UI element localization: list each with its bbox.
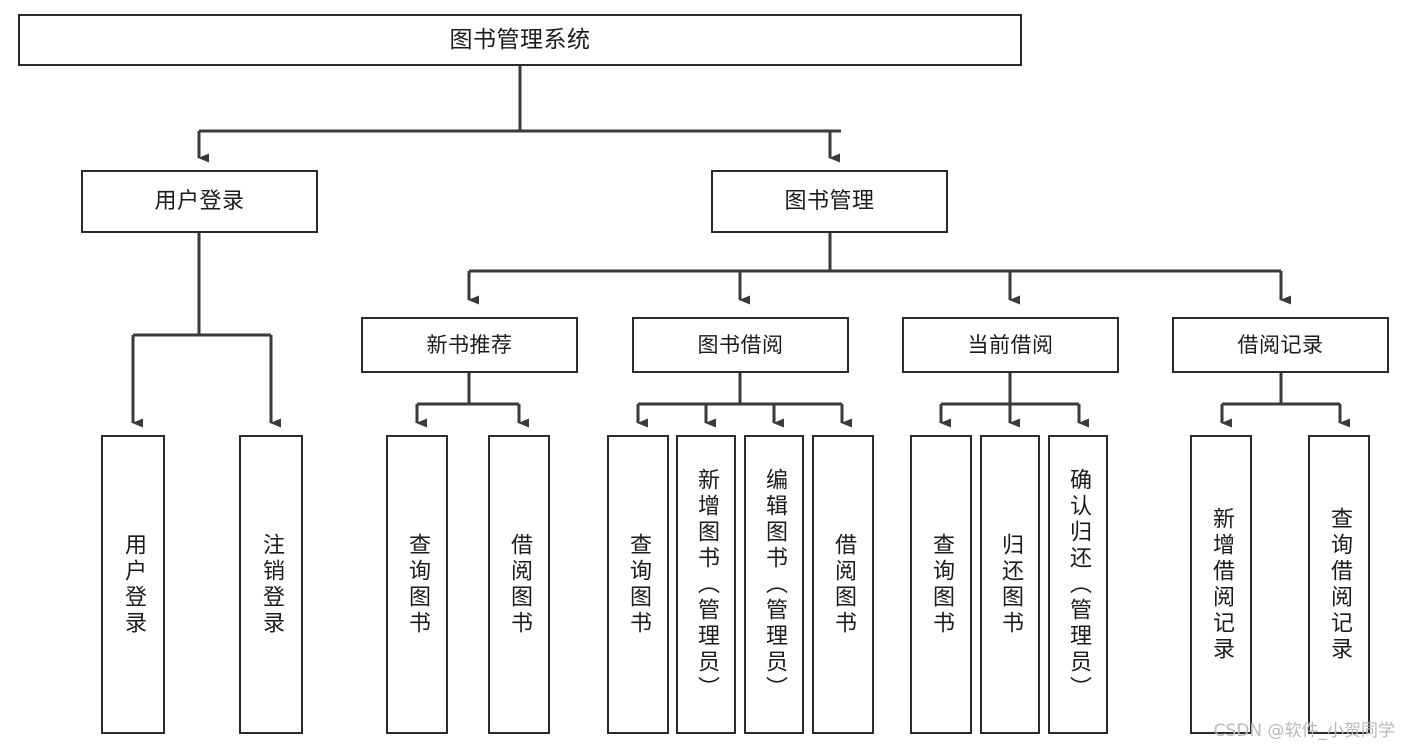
node-root[interactable]: 图书管理系统 [18, 14, 1022, 66]
node-book-borrow[interactable]: 图书借阅 [632, 317, 849, 373]
node-leaf-query-book-1[interactable]: 查询图书 [386, 435, 448, 734]
node-leaf-borrow-book-2[interactable]: 借阅图书 [812, 435, 874, 734]
node-leaf-query-borrow-record[interactable]: 查询借阅记录 [1308, 435, 1370, 734]
node-leaf-add-book-admin[interactable]: 新增图书（管理员） [676, 435, 736, 734]
node-leaf-borrow-book-1[interactable]: 借阅图书 [488, 435, 550, 734]
node-leaf-query-borrow-record-label: 查询借阅记录 [1327, 506, 1352, 663]
node-leaf-borrow-book-2-label: 借阅图书 [831, 532, 856, 637]
node-leaf-confirm-return-admin[interactable]: 确认归还（管理员） [1048, 435, 1108, 734]
node-leaf-return-book-label: 归还图书 [998, 532, 1023, 637]
node-leaf-add-borrow-record[interactable]: 新增借阅记录 [1190, 435, 1252, 734]
node-user-login-label: 用户登录 [154, 188, 245, 214]
node-leaf-user-login[interactable]: 用户登录 [101, 435, 165, 734]
node-leaf-user-login-label: 用户登录 [121, 532, 146, 637]
node-book-borrow-label: 图书借阅 [697, 332, 784, 357]
node-leaf-query-book-2-label: 查询图书 [626, 532, 651, 637]
node-leaf-edit-book-admin[interactable]: 编辑图书（管理员） [744, 435, 804, 734]
node-book-management-label: 图书管理 [784, 188, 875, 214]
node-leaf-edit-book-admin-label: 编辑图书（管理员） [762, 467, 787, 702]
node-leaf-query-book-2[interactable]: 查询图书 [607, 435, 669, 734]
node-leaf-add-book-admin-label: 新增图书（管理员） [694, 467, 719, 702]
node-leaf-add-borrow-record-label: 新增借阅记录 [1209, 506, 1234, 663]
node-leaf-return-book[interactable]: 归还图书 [980, 435, 1040, 734]
node-borrow-record-label: 借阅记录 [1237, 332, 1324, 357]
node-current-borrow[interactable]: 当前借阅 [902, 317, 1119, 373]
node-leaf-logout-login-label: 注销登录 [259, 532, 284, 637]
node-leaf-confirm-return-admin-label: 确认归还（管理员） [1066, 467, 1091, 702]
node-user-login[interactable]: 用户登录 [81, 170, 318, 233]
node-leaf-logout-login[interactable]: 注销登录 [239, 435, 303, 734]
node-new-book-recommend[interactable]: 新书推荐 [361, 317, 578, 373]
node-root-label: 图书管理系统 [449, 26, 591, 53]
node-borrow-record[interactable]: 借阅记录 [1172, 317, 1389, 373]
node-current-borrow-label: 当前借阅 [967, 332, 1054, 357]
node-leaf-query-book-1-label: 查询图书 [405, 532, 430, 637]
node-leaf-query-book-3-label: 查询图书 [929, 532, 954, 637]
node-book-management[interactable]: 图书管理 [711, 170, 948, 233]
node-leaf-query-book-3[interactable]: 查询图书 [910, 435, 972, 734]
node-new-book-recommend-label: 新书推荐 [426, 332, 513, 357]
node-leaf-borrow-book-1-label: 借阅图书 [507, 532, 532, 637]
